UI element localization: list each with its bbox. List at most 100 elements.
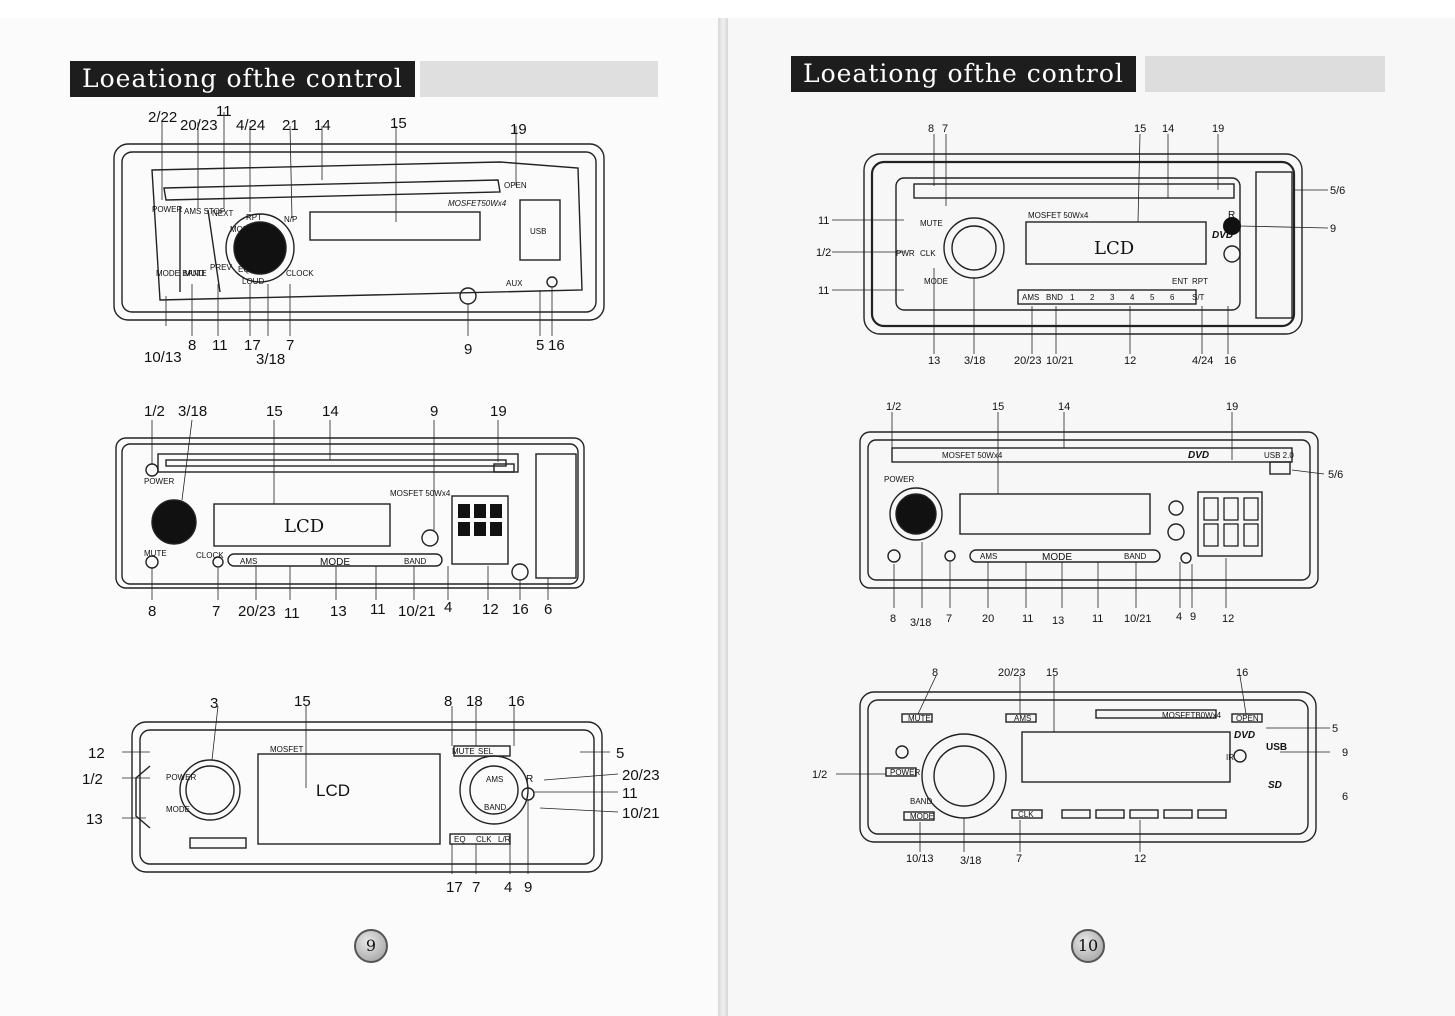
- mode-button[interactable]: MODE: [910, 812, 934, 821]
- clock-button[interactable]: CLOCK: [196, 551, 224, 560]
- band-button[interactable]: BAND: [1124, 552, 1146, 561]
- power-button[interactable]: POWER: [166, 773, 196, 782]
- rpt-button[interactable]: RPT: [246, 213, 262, 222]
- callout: 16: [1224, 355, 1236, 367]
- clk-button[interactable]: CLK: [476, 835, 492, 844]
- rpt-button[interactable]: RPT: [1192, 277, 1208, 286]
- callout: 11: [1022, 613, 1033, 625]
- power-button[interactable]: POWER: [152, 205, 182, 214]
- callout: 14: [314, 117, 331, 134]
- callout: 2/22: [148, 109, 177, 126]
- band-button[interactable]: BAND: [910, 797, 932, 806]
- mode-band-button[interactable]: MODE BAND: [156, 269, 205, 278]
- brand-mark: MOSFET 50Wx4: [390, 489, 451, 498]
- mute-button[interactable]: MUTE: [908, 714, 931, 723]
- callout: 11: [1092, 613, 1103, 625]
- bnd-button[interactable]: BND: [1046, 293, 1063, 302]
- callout: 5/6: [1330, 185, 1345, 197]
- preset-6[interactable]: 6: [1170, 293, 1175, 302]
- power-button[interactable]: POWER: [884, 475, 914, 484]
- usb-port[interactable]: USB: [530, 227, 546, 236]
- mute-button[interactable]: MUTE: [920, 219, 943, 228]
- left-page: [0, 18, 718, 1016]
- callout: 3/18: [910, 617, 931, 629]
- preset-5[interactable]: 5: [1150, 293, 1155, 302]
- clk-button[interactable]: CLK: [920, 249, 936, 258]
- ams-button[interactable]: AMS: [486, 775, 503, 784]
- preset-4[interactable]: 4: [1130, 293, 1135, 302]
- callout: 13: [1052, 615, 1064, 627]
- callout: 6: [544, 601, 552, 618]
- ams-button[interactable]: AMS: [1022, 293, 1039, 302]
- callout: 15: [294, 693, 311, 710]
- ams-button[interactable]: AMS: [1014, 714, 1031, 723]
- brand-mark: MOSFET 50Wx4: [1028, 211, 1089, 220]
- callout: 19: [510, 121, 527, 138]
- right-figure-2-stereo-faceplate: 1/2 15 14 19 5/6 8 3/18 7 20 11 13 11 10…: [846, 398, 1366, 634]
- right-figure-1-stereo-faceplate: 8 7 15 14 19 11 1/2 11 5/6 9 13 3/18 20/…: [808, 118, 1358, 378]
- eq-button[interactable]: EQ: [454, 835, 466, 844]
- callout: 11: [622, 785, 638, 802]
- preset-3[interactable]: 3: [1110, 293, 1115, 302]
- prev-button[interactable]: PREV: [210, 263, 232, 272]
- pwr-button[interactable]: PWR: [896, 249, 915, 258]
- callout: 1/2: [144, 403, 165, 420]
- loud-button[interactable]: LOUD: [242, 277, 264, 286]
- callout: 3: [210, 695, 218, 712]
- mode-button[interactable]: MODE: [1042, 552, 1072, 563]
- mute-button[interactable]: MUTE: [184, 269, 207, 278]
- preset-2[interactable]: 2: [1090, 293, 1095, 302]
- callout: 16: [508, 693, 525, 710]
- band-button[interactable]: BAND: [484, 803, 506, 812]
- callout: 10/13: [144, 349, 182, 366]
- usb-port[interactable]: USB 2.0: [1264, 451, 1294, 460]
- right-figure-3-stereo-faceplate: 8 20/23 15 16 1/2 5 9 6 10/13 3/18 7 12 …: [806, 666, 1366, 872]
- open-button[interactable]: OPEN: [1236, 714, 1259, 723]
- callout: 12: [1222, 613, 1234, 625]
- ent-button[interactable]: ENT: [1172, 277, 1188, 286]
- callout: 8: [444, 693, 452, 710]
- callout: 15: [266, 403, 283, 420]
- callout: 20/23: [238, 603, 276, 620]
- power-button[interactable]: POWER: [890, 768, 920, 777]
- sel-button[interactable]: SEL: [478, 747, 494, 756]
- callout: 12: [1124, 355, 1136, 367]
- callout: 9: [1190, 611, 1196, 623]
- lcd-display: LCD: [284, 516, 324, 537]
- mode-button[interactable]: MODE: [924, 277, 948, 286]
- callout: 12: [482, 601, 499, 618]
- mute-button[interactable]: MUTE: [144, 549, 167, 558]
- brand-mark: MOSFET: [270, 745, 303, 754]
- aux-jack[interactable]: AUX: [506, 279, 523, 288]
- clock-button[interactable]: CLOCK: [286, 269, 314, 278]
- left-figure-2-stereo-faceplate: 1/2 3/18 15 14 9 19 8 7 20/23 11 13 11 1…: [108, 400, 628, 630]
- callout: 20/23: [622, 767, 660, 784]
- power-button[interactable]: POWER: [144, 477, 174, 486]
- callout: 11: [818, 285, 829, 297]
- ams-button[interactable]: AMS: [240, 557, 257, 566]
- lr-button[interactable]: L/R: [498, 835, 511, 844]
- mode-button[interactable]: MODE: [320, 557, 350, 568]
- callout: 9: [464, 341, 472, 358]
- mono-button[interactable]: MONO: [230, 225, 255, 234]
- clk-button[interactable]: CLK: [1018, 810, 1034, 819]
- mode-button[interactable]: MODE: [166, 805, 190, 814]
- sd-slot[interactable]: SD: [1268, 780, 1282, 791]
- mute-button[interactable]: MUTE: [452, 747, 475, 756]
- left-page-number: 9: [354, 929, 388, 963]
- callout: 7: [212, 603, 220, 620]
- callout: 11: [216, 103, 232, 120]
- callout: 4/24: [1192, 355, 1213, 367]
- brand-mark: MOSFETB0Wx4: [1162, 711, 1222, 720]
- right-page-number: 10: [1071, 929, 1105, 963]
- preset-1[interactable]: 1: [1070, 293, 1075, 302]
- ams-button[interactable]: AMS: [980, 552, 997, 561]
- open-button[interactable]: OPEN: [504, 181, 527, 190]
- eq-button[interactable]: EQ: [238, 265, 250, 274]
- usb-port[interactable]: USB: [1266, 742, 1287, 753]
- band-button[interactable]: BAND: [404, 557, 426, 566]
- np-button[interactable]: N/P: [284, 215, 297, 224]
- ams-stop-button[interactable]: AMS STOP: [184, 207, 225, 216]
- next-button[interactable]: NEXT: [212, 209, 233, 218]
- st-button[interactable]: S/T: [1192, 293, 1205, 302]
